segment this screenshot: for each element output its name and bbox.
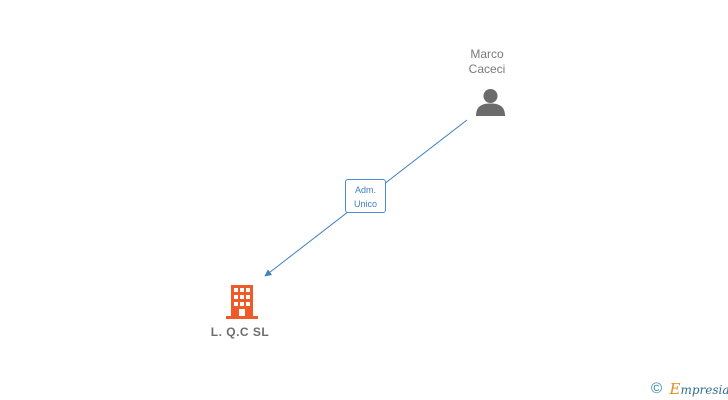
person-name[interactable]: Marco Caceci <box>447 47 527 77</box>
brand-logo: Empresia <box>670 380 728 399</box>
brand-first-letter: E <box>669 380 681 398</box>
person-icon[interactable] <box>476 88 505 116</box>
brand-rest: mpresia <box>680 383 728 397</box>
company-name[interactable]: L. Q.C SL <box>210 325 270 339</box>
edge-role-line2: Unico <box>353 199 377 209</box>
edge-role-line1: Adm. <box>354 185 376 195</box>
person-name-line1: Marco <box>470 47 504 61</box>
building-icon[interactable] <box>226 285 258 319</box>
edge-role-label[interactable]: Adm. Unico <box>345 179 386 213</box>
copyright-icon: © <box>651 380 663 397</box>
person-name-line2: Caceci <box>468 62 506 76</box>
footer-brand: © Empresia <box>651 380 728 398</box>
